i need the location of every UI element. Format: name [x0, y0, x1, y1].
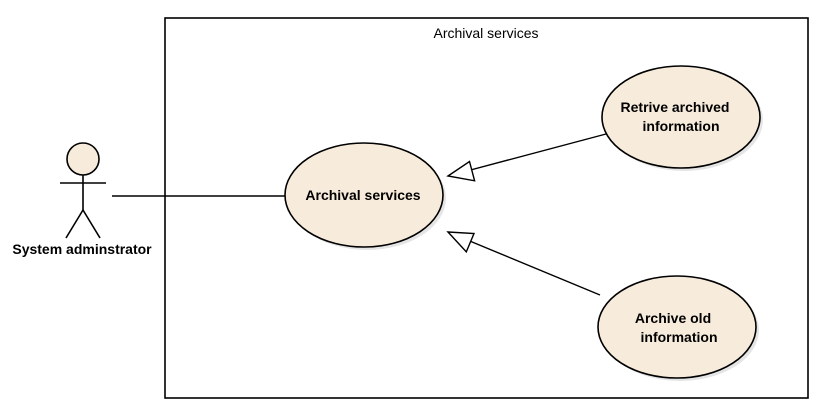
use-case-label-archive-old-line-2: information: [641, 329, 718, 345]
generalization-arrowhead-retrieve: [446, 160, 476, 182]
actor-system-administrator[interactable]: System adminstrator: [12, 142, 152, 257]
actor-name: System adminstrator: [12, 241, 152, 257]
system-boundary-title: Archival services: [433, 25, 538, 41]
use-case-ellipse: [597, 275, 757, 379]
actor-head-icon: [66, 142, 100, 176]
actor-right-leg: [82, 209, 101, 239]
generalization-line-retrieve: [447, 133, 607, 177]
use-case-label-retrieve-line-1: Retrive archived: [621, 99, 730, 115]
use-case-retrieve-archived-information[interactable]: Retrive archived information: [601, 65, 763, 171]
generalization-line-archive-old: [447, 231, 601, 296]
use-case-archival-services[interactable]: Archival services: [284, 142, 446, 250]
use-case-label-archival-services: Archival services: [305, 187, 420, 203]
generalization-arrowhead-archive-old: [446, 231, 476, 254]
use-case-archive-old-information[interactable]: Archive old information: [597, 275, 759, 381]
use-case-label-retrieve-line-2: information: [643, 118, 720, 134]
use-case-ellipse: [601, 65, 761, 169]
use-case-ellipse: [284, 142, 444, 248]
use-case-label-archive-old-line-1: Archive old: [635, 310, 711, 326]
actor-left-leg: [65, 209, 84, 239]
